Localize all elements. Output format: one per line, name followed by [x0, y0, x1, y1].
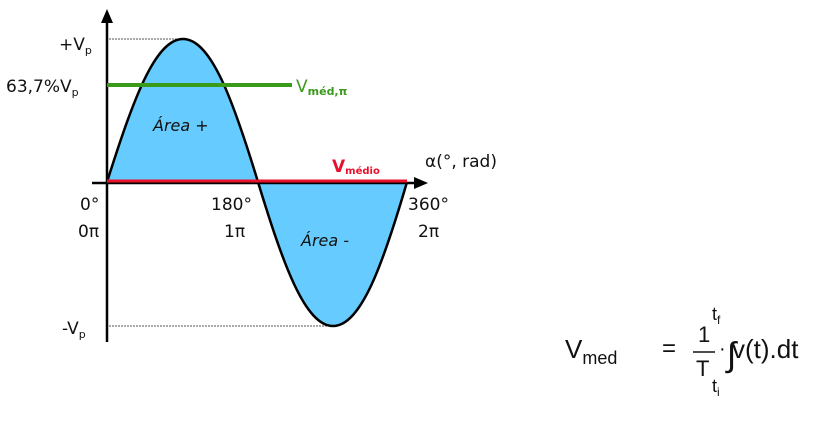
formula-dot: ·: [719, 338, 726, 360]
formula-equals: =: [662, 335, 676, 362]
x-axis-label: α(°, rad): [425, 152, 497, 172]
label-area-positive: Área +: [152, 116, 209, 135]
y-axis-arrow-icon: [101, 9, 113, 23]
formula-lhs: Vmed: [565, 334, 617, 368]
average-voltage-formula: Vmed = 1 T · ∫ tf ti v(t).dt: [565, 304, 799, 399]
label-area-negative: Área -: [300, 231, 349, 250]
tick-360-deg: 360°: [408, 195, 449, 215]
tick-360-rad: 2π: [418, 222, 439, 242]
label-pos-peak: +Vp: [59, 35, 92, 57]
positive-area-fill: [107, 39, 258, 182]
tick-180-deg: 180°: [211, 195, 252, 215]
tick-0-deg: 0°: [80, 195, 99, 215]
formula-numerator: 1: [698, 322, 710, 347]
formula-upper-limit: tf: [712, 304, 721, 327]
label-v-medio: Vmédio: [332, 157, 380, 177]
formula-integrand: v(t).dt: [732, 334, 799, 364]
formula-denominator: T: [696, 356, 709, 381]
formula-lower-limit: ti: [712, 376, 720, 399]
label-v-med-pi: Vméd,π: [296, 77, 348, 98]
x-axis-arrow-icon: [414, 177, 428, 189]
label-neg-peak: -Vp: [62, 319, 86, 341]
negative-area-fill: [258, 182, 407, 326]
label-avg-half: 63,7%Vp: [6, 77, 79, 99]
tick-0-rad: 0π: [78, 222, 99, 242]
formula-integral: ∫: [725, 336, 738, 374]
tick-180-rad: 1π: [224, 222, 245, 242]
